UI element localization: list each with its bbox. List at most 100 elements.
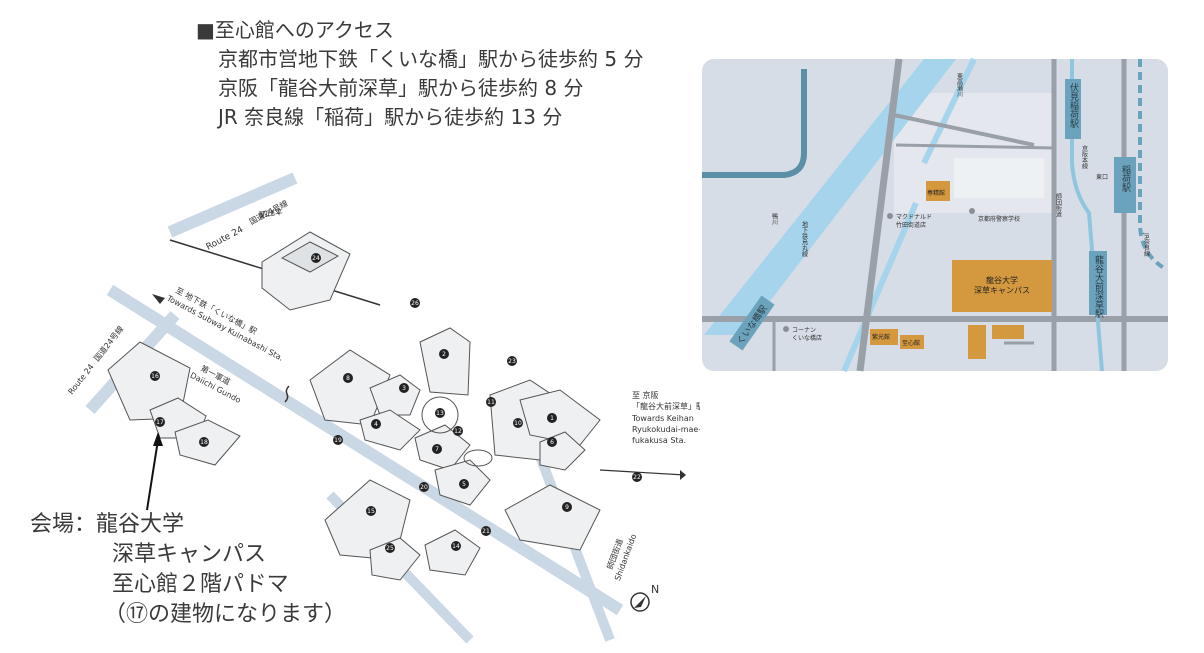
venue-pointer-arrow (146, 439, 159, 511)
svg-text:24: 24 (312, 255, 320, 262)
place-mcdonalds-label: マクドナルド竹田街道店 (896, 214, 932, 229)
marker-7: 7 (432, 444, 442, 454)
north-compass: N (630, 583, 659, 612)
svg-text:16: 16 (151, 373, 159, 380)
access-route-jr: JR 奈良線「稲荷」駅から徒歩約 13 分 (218, 105, 563, 129)
label-higashi-river: 東高瀬川 (956, 72, 963, 97)
svg-text:「龍谷大前深草」駅: 「龍谷大前深草」駅 (632, 401, 700, 411)
svg-text:1: 1 (550, 415, 554, 422)
building-2 (419, 327, 471, 396)
marker-11: 11 (486, 397, 496, 407)
venue-line-1: 会場：龍谷大学 (30, 512, 185, 537)
building-25 (369, 537, 421, 581)
venue-line-4: （⑰の建物になります） (104, 602, 347, 627)
campus-buildings (107, 231, 601, 581)
svg-text:18: 18 (200, 439, 208, 446)
konan-marker (783, 326, 789, 332)
marker-10: 10 (513, 418, 523, 428)
svg-text:22: 22 (633, 474, 641, 481)
place-senkan-label: 専精館 (927, 189, 945, 197)
svg-text:Towards Keihan: Towards Keihan (631, 414, 694, 423)
building-16 (107, 341, 191, 421)
svg-text:7: 7 (435, 446, 439, 453)
building-number-markers: 24 26 16 17 18 8 2 23 3 11 1 13 4 12 10 … (150, 253, 642, 553)
access-route-keihan: 京阪「龍谷大前深草」駅から徒歩約 8 分 (218, 76, 584, 100)
building-24 (261, 231, 351, 311)
svg-text:Route 24: Route 24 (66, 362, 95, 396)
svg-text:8: 8 (346, 375, 350, 382)
keihan-line (1070, 59, 1104, 372)
place-campus-label: 龍谷大学深草キャンパス (974, 275, 1030, 295)
svg-text:至 京阪: 至 京阪 (632, 390, 659, 400)
building-9 (504, 484, 601, 551)
mcdonalds-marker (887, 213, 893, 219)
station-ryukokudai-label: 龍谷大前深草駅 (1093, 254, 1104, 319)
svg-text:6: 6 (550, 439, 554, 446)
marker-18: 18 (199, 437, 209, 447)
svg-text:25: 25 (386, 545, 394, 552)
access-route-subway: 京都市営地下鉄「くいな橋」駅から徒歩約 5 分 (218, 47, 644, 71)
marker-19: 19 (333, 435, 343, 445)
marker-4: 4 (371, 419, 381, 429)
venue-line-3: 至心館２階パドマ (112, 572, 289, 597)
station-ryukokudai (1089, 251, 1107, 315)
plaza-circle (421, 396, 459, 434)
station-fushimi-inari (1065, 79, 1081, 139)
svg-text:5: 5 (462, 481, 466, 488)
place-shishinkan-label: 至心館 (902, 339, 920, 347)
label-higashimon: 東口 (1096, 173, 1108, 181)
marker-3: 3 (399, 383, 409, 393)
place-shishinkan (900, 335, 924, 349)
place-seikokan (870, 329, 898, 345)
access-info: ■至心館へのアクセス 京都市営地下鉄「くいな橋」駅から徒歩約 5 分 京阪「龍谷… (196, 16, 643, 132)
svg-text:21: 21 (482, 528, 490, 535)
marker-2: 2 (439, 349, 449, 359)
marker-17: 17 (155, 417, 165, 427)
svg-text:14: 14 (452, 543, 460, 550)
marker-14: 14 (451, 541, 461, 551)
building-14 (424, 529, 481, 576)
place-police-label: 京都府警察学校 (978, 215, 1020, 223)
building-7 (414, 424, 471, 471)
label-honmachi: 本町通 (258, 206, 283, 220)
place-senkan (926, 181, 950, 201)
station-inari (1114, 157, 1136, 213)
roads (702, 58, 1168, 372)
svg-text:9: 9 (565, 504, 569, 511)
station-inari-label: 稲荷駅 (1120, 164, 1131, 193)
higashi-river (841, 201, 919, 373)
svg-text:3: 3 (402, 385, 406, 392)
marker-23: 23 (507, 356, 517, 366)
svg-text:Ryukokudai-mae-: Ryukokudai-mae- (632, 425, 700, 434)
station-fushimi-inari-label: 伏見稲荷駅 (1068, 82, 1079, 129)
place-konan-label: コーナンくいな橋店 (792, 327, 822, 342)
svg-text:10: 10 (514, 420, 522, 427)
venue-pointer-arrowhead (153, 432, 163, 446)
label-shidan: 師団街道 (1055, 192, 1062, 218)
place-building (992, 325, 1024, 339)
svg-text:15: 15 (367, 508, 375, 515)
svg-text:N: N (651, 583, 659, 596)
area-map: 伏見稲荷駅 稲荷駅 龍谷大前深草駅 くいな橋駅 専精館 マクドナルド竹田街道店 … (702, 57, 1168, 373)
place-campus (952, 260, 1052, 312)
marker-21: 21 (481, 526, 491, 536)
svg-text:17: 17 (156, 419, 164, 426)
svg-text:Route 24: Route 24 (205, 225, 246, 253)
svg-text:13: 13 (436, 410, 444, 417)
label-keihan-line: 京阪本線 (1081, 144, 1088, 169)
road-break-mark (284, 385, 290, 403)
subway-direction-arrow (152, 294, 165, 304)
canal (702, 69, 807, 178)
label-shidan: 師団街道 Shidankaido (604, 533, 638, 582)
marker-1: 1 (547, 413, 557, 423)
svg-text:19: 19 (334, 437, 342, 444)
marker-25: 25 (385, 543, 395, 553)
svg-text:4: 4 (374, 421, 378, 428)
place-seikokan-label: 紫光館 (872, 333, 890, 341)
marker-16: 16 (150, 371, 160, 381)
label-keihan-dest: 至 京阪 「龍谷大前深草」駅 Towards Keihan Ryukokudai… (631, 390, 700, 445)
svg-text:11: 11 (487, 399, 495, 406)
marker-26: 26 (410, 298, 420, 308)
svg-text:2: 2 (442, 351, 446, 358)
marker-15: 15 (366, 506, 376, 516)
